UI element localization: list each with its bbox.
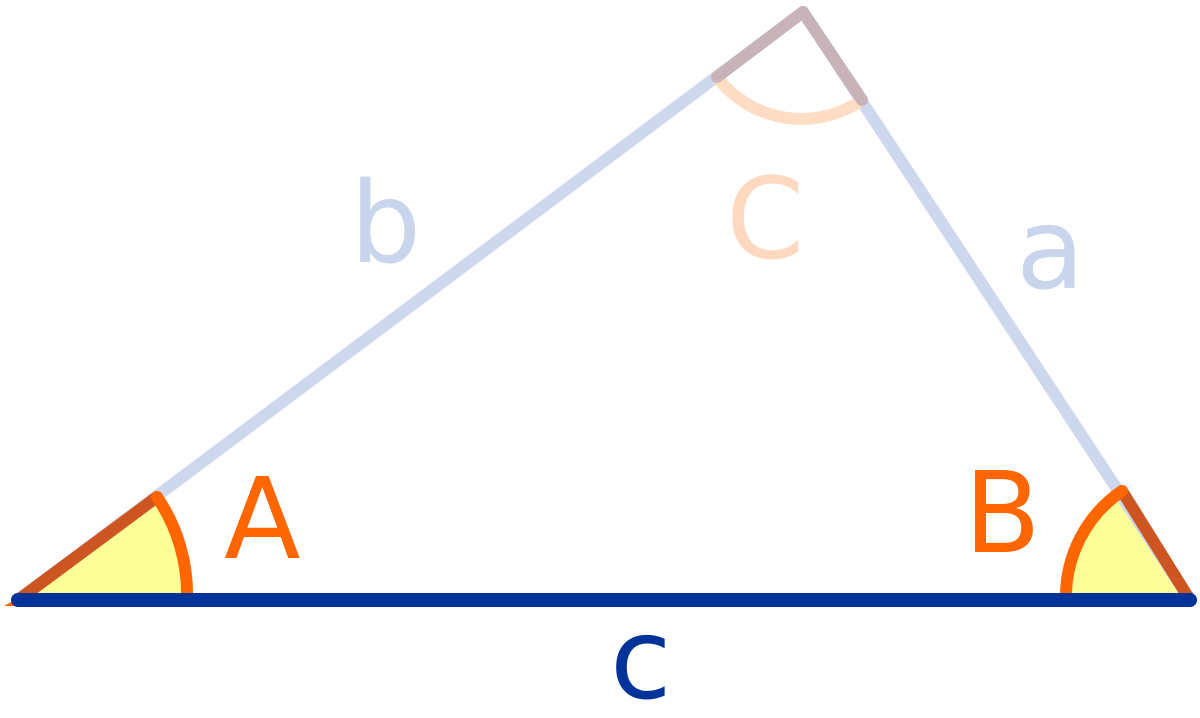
angle-b-side-segment — [1116, 485, 1196, 606]
angle-a-label: A — [224, 455, 301, 585]
side-b-label: b — [350, 159, 421, 289]
side-a-label: a — [1016, 185, 1085, 315]
angle-c-side-overlap-right — [797, 6, 868, 106]
angle-c-side-overlap-left — [711, 6, 809, 83]
side-c-label: c — [610, 595, 672, 718]
angle-a-side-segment — [12, 491, 163, 606]
angle-b-arc — [1059, 485, 1128, 606]
angle-b-label: B — [964, 449, 1041, 579]
angle-c-label: C — [726, 155, 804, 285]
angle-a-arc — [151, 491, 194, 606]
angle-c-arc — [712, 73, 866, 125]
